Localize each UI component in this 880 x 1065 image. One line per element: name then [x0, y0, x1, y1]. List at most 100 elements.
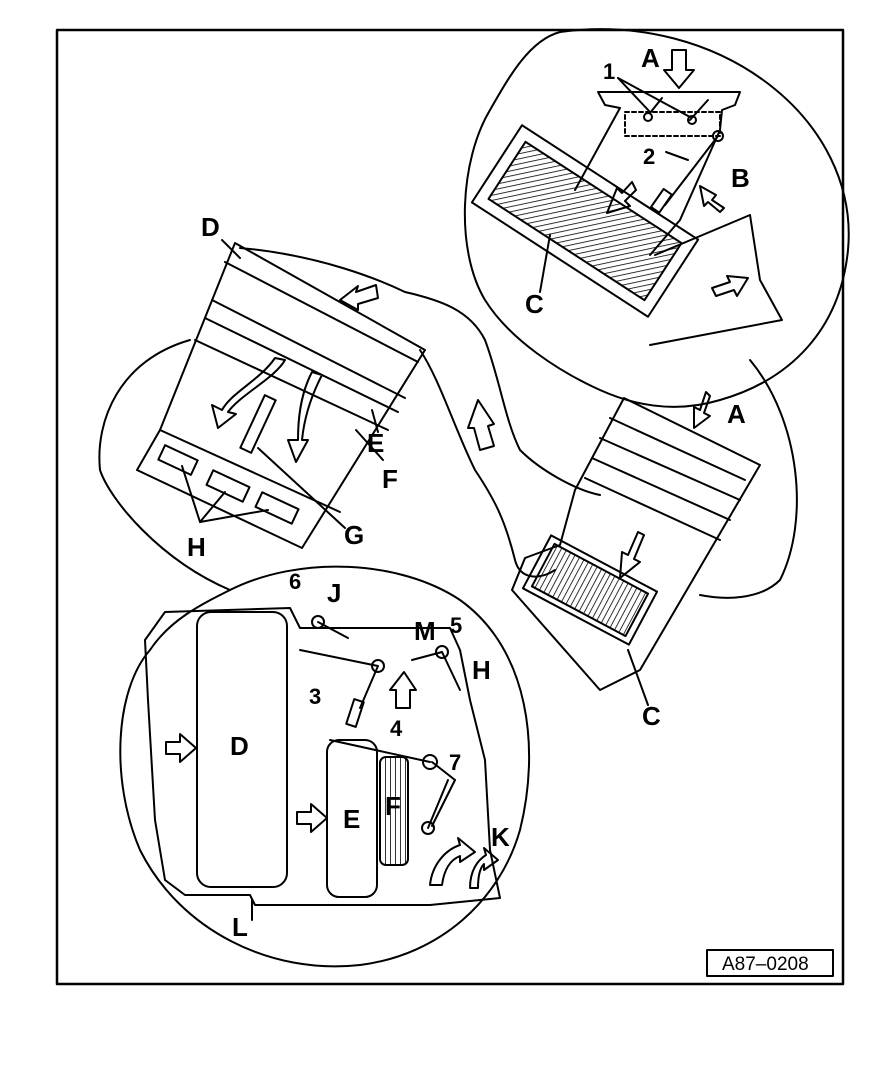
- bottom-arrow-k2: [469, 847, 499, 889]
- leader-7b: [431, 779, 456, 827]
- label-filter-a: A: [727, 399, 746, 429]
- filter-band-4: [584, 477, 721, 541]
- bottom-detail: [119, 565, 531, 968]
- flap-2: [664, 135, 719, 206]
- flap-m: [411, 651, 443, 661]
- label-filter-c: C: [642, 701, 661, 731]
- pivot-5: [435, 645, 449, 659]
- top-filter-c-media: [487, 140, 683, 302]
- label-bottom-e: E: [343, 804, 360, 834]
- main-unit-housing: [136, 242, 426, 549]
- bottom-arrow-k: [429, 837, 476, 886]
- label-bottom-f: F: [385, 791, 401, 821]
- top-arrow-out: [711, 275, 749, 297]
- pivot-3: [371, 659, 385, 673]
- flap-h: [441, 651, 461, 691]
- label-main-d: D: [201, 212, 220, 242]
- label-main-e: E: [367, 428, 384, 458]
- label-top-2: 2: [643, 144, 655, 169]
- leader-c-lower: [627, 649, 649, 706]
- reference-box-frame: [706, 949, 834, 977]
- connecting-duct: [239, 247, 601, 578]
- flap-pivot-1a: [643, 112, 653, 122]
- bottom-housing: [144, 607, 501, 906]
- main-unit-band-2: [211, 299, 406, 399]
- pivot-6: [311, 615, 325, 629]
- top-arrow-a: [663, 49, 695, 89]
- flap-housing: [624, 111, 721, 137]
- bottom-unit-f: [379, 756, 409, 866]
- vent-h-3: [254, 491, 300, 525]
- label-bottom-5: 5: [450, 613, 462, 638]
- top-filter-c: [470, 124, 700, 318]
- filter-band-1: [609, 417, 746, 481]
- flap-pivot-2: [712, 130, 724, 142]
- filter-c-lower-media: [530, 542, 650, 638]
- bottom-arrow-up: [389, 671, 417, 709]
- flow-arrow-right: [287, 371, 323, 463]
- rod-3: [299, 649, 379, 709]
- main-unit-callout: [98, 339, 231, 591]
- duct-outer: [239, 247, 601, 496]
- leader-h-b: [199, 491, 226, 523]
- leader-g: [257, 447, 346, 529]
- label-bottom-3: 3: [309, 684, 321, 709]
- vent-h-1: [157, 444, 199, 476]
- diagram-frame: [55, 28, 845, 986]
- bottom-arrow-left: [165, 733, 197, 763]
- label-bottom-7: 7: [449, 750, 461, 775]
- label-top-c: C: [525, 289, 544, 319]
- filter-unit-housing: [511, 397, 761, 691]
- label-top-1: 1: [603, 59, 615, 84]
- main-unit: [98, 239, 426, 591]
- blade-3: [345, 698, 365, 728]
- reference-box: A87–0208: [706, 949, 834, 977]
- top-outlet: [649, 214, 783, 346]
- main-unit-band-3: [204, 317, 399, 413]
- leader-7a: [431, 761, 456, 781]
- filter-c-lower: [521, 534, 659, 646]
- main-top-arrow: [339, 284, 379, 311]
- labels: A 1 2 B C D E F G H A C 6 J M 5 H 3 4 D …: [187, 43, 750, 942]
- label-bottom-4: 4: [390, 716, 403, 741]
- flow-arrow-left: [211, 357, 286, 429]
- main-unit-band-5: [159, 429, 341, 513]
- leader-h-c: [199, 509, 269, 523]
- top-arrow-b: [699, 185, 725, 213]
- label-main-g: G: [344, 520, 364, 550]
- label-bottom-l: L: [232, 912, 248, 942]
- leader-f: [355, 429, 384, 461]
- label-bottom-h: H: [472, 655, 491, 685]
- bottom-arrow-e: [296, 803, 328, 833]
- pivot-4: [422, 754, 438, 770]
- leader-d-main: [221, 239, 241, 259]
- flap-pivot-1b: [687, 115, 697, 125]
- bottom-detail-outline: [119, 565, 531, 968]
- top-arrow-down: [606, 181, 637, 214]
- leader-h-a: [181, 465, 201, 523]
- label-bottom-j: J: [327, 578, 341, 608]
- label-bottom-k: K: [491, 822, 510, 852]
- leader-2: [665, 151, 689, 161]
- top-detail-callout-outline: [463, 28, 850, 408]
- rod-4: [329, 739, 431, 763]
- filter-band-3: [591, 457, 731, 521]
- label-bottom-d: D: [230, 731, 249, 761]
- filter-callout: [699, 359, 798, 599]
- filter-arrow-a: [693, 391, 711, 429]
- leader-e: [371, 409, 379, 433]
- label-main-f: F: [382, 464, 398, 494]
- label-top-a: A: [641, 43, 660, 73]
- duct-arrow: [467, 399, 495, 451]
- leader-1b: [617, 77, 691, 118]
- label-bottom-6: 6: [289, 569, 301, 594]
- leader-c-top: [539, 234, 551, 293]
- bottom-unit-d: [196, 611, 288, 888]
- flap-2-blade: [650, 187, 673, 214]
- pivot-7: [421, 821, 435, 835]
- filter-unit: [511, 359, 798, 706]
- top-detail: [463, 28, 850, 408]
- reference-id: A87–0208: [722, 954, 809, 975]
